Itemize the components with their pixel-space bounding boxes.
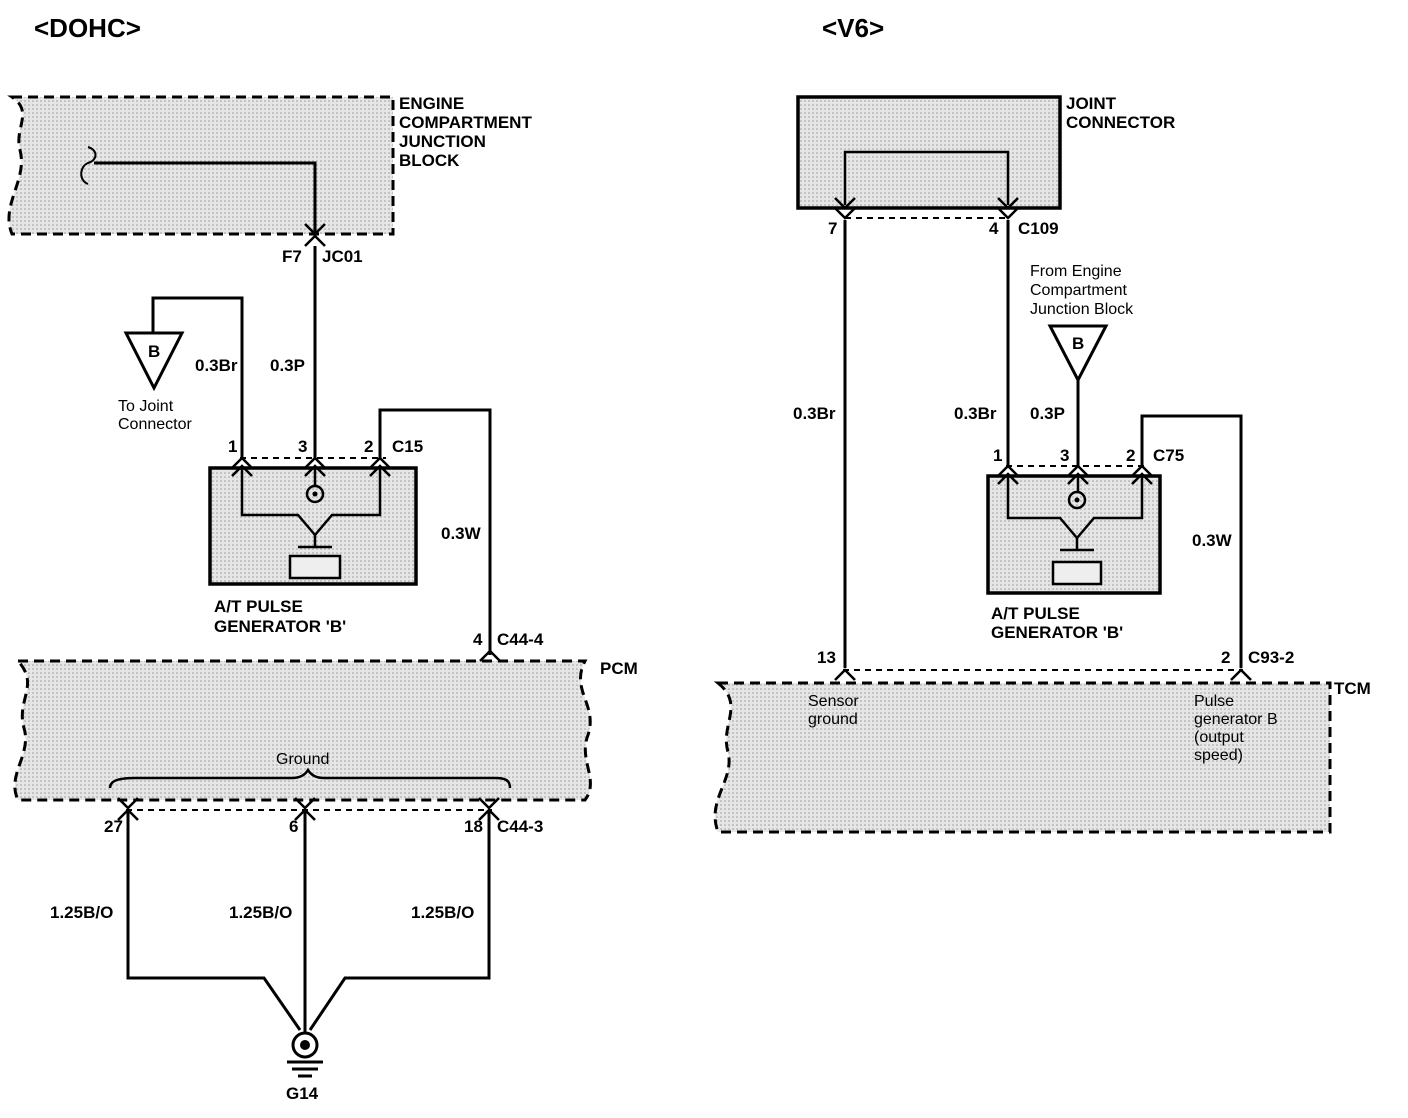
v6-generator-label-line-1: A/T PULSE [991,604,1080,623]
ecjb-label-line-4: BLOCK [399,151,460,170]
dohc-pin-27: 27 [104,817,123,836]
pulse-generator-b-line-3: (output [1194,729,1244,746]
tcm-label: TCM [1334,679,1371,698]
v6-wire-label-br-sensor: 0.3Br [793,404,836,423]
dohc-wire-0-3br [151,296,244,458]
v6-connector-c75: C75 [1153,446,1184,465]
to-joint-connector-line-2: Connector [118,416,192,433]
v6-wire-label-0-3p: 0.3P [1030,404,1065,423]
sensor-ground-line-2: ground [808,711,858,728]
v6-pin-3: 3 [1060,446,1069,465]
v6-pin-2-c93: 2 [1221,648,1230,667]
v6-pulse-generator [986,464,1162,595]
dohc-pin-3: 3 [298,437,307,456]
pcm-label: PCM [600,659,638,678]
dohc-engine-compartment-junction-block: ENGINE COMPARTMENT JUNCTION BLOCK [7,94,532,247]
dohc-wire-label-0-3w: 0.3W [441,524,482,543]
dohc-pin-18: 18 [464,817,483,836]
ecjb-label-line-1: ENGINE [399,94,464,113]
ground-icon [287,1031,323,1078]
pulse-generator-b-line-1: Pulse [1194,693,1234,710]
ground-g14-label: G14 [286,1084,319,1103]
from-ecjb-line-3: Junction Block [1030,301,1134,318]
pcm-module: PCM Ground [13,649,638,810]
dohc-pulse-generator [208,456,418,586]
joint-label-line-2: CONNECTOR [1066,113,1175,132]
v6-wire-0-3w [1140,414,1243,668]
to-joint-connector-line-1: To Joint [118,398,174,415]
dohc-connector-c15: C15 [392,437,423,456]
pulse-generator-b-line-2: generator B [1194,711,1278,728]
sensor-ground-line-1: Sensor [808,693,859,710]
v6-wire-label-0-3br: 0.3Br [954,404,997,423]
v6-generator-label-line-2: GENERATOR 'B' [991,623,1123,642]
v6-connector-c93-2: C93-2 [1248,648,1294,667]
dohc-pin-4: 4 [473,630,483,649]
v6-pin-4: 4 [989,219,999,238]
ecjb-label-line-2: COMPARTMENT [399,113,532,132]
joint-label-line-1: JOINT [1066,94,1117,113]
v6-connector-b-letter: B [1072,334,1084,353]
pcm-ground-label: Ground [276,751,329,768]
v6-connector-c109: C109 [1018,219,1059,238]
dohc-diagram: <DOHC> ENGINE COMPARTMENT JUNCTION BLOCK… [7,13,638,1103]
from-ecjb-line-2: Compartment [1030,282,1127,299]
pulse-generator-b-line-4: speed) [1194,747,1243,764]
tcm-module: TCM Sensor ground Pulse generator B (out… [713,679,1371,834]
dohc-connector-b-triangle: B [123,331,185,392]
dohc-pin-6: 6 [289,817,298,836]
v6-joint-connector: JOINT CONNECTOR [796,94,1175,210]
dohc-connector-jc01: JC01 [322,247,363,266]
dohc-wire-label-bo-center: 1.25B/O [229,903,292,922]
dohc-pin-1: 1 [228,437,237,456]
dohc-wire-label-0-3p: 0.3P [270,356,305,375]
v6-connector-b-triangle: B [1047,324,1109,384]
from-ecjb-line-1: From Engine [1030,263,1122,280]
v6-pin-1: 1 [993,446,1002,465]
dohc-generator-label-line-1: A/T PULSE [214,597,303,616]
dohc-wire-label-bo-left: 1.25B/O [50,903,113,922]
dohc-pin-f7: F7 [282,247,302,266]
dohc-title: <DOHC> [34,13,141,43]
dohc-pin-2: 2 [364,437,373,456]
v6-title: <V6> [822,13,884,43]
v6-diagram: <V6> JOINT CONNECTOR 7 4 C109 From Engin… [713,13,1371,834]
v6-pin-7: 7 [828,219,837,238]
dohc-connector-c44-3: C44-3 [497,817,543,836]
dohc-wire-0-3w [378,408,492,655]
dohc-ground-wire-right [308,812,491,1031]
v6-pin-2: 2 [1126,446,1135,465]
v6-pin-13: 13 [817,648,836,667]
dohc-wire-label-0-3br: 0.3Br [195,356,238,375]
v6-wire-label-0-3w: 0.3W [1192,531,1233,550]
dohc-wire-label-bo-right: 1.25B/O [411,903,474,922]
ecjb-label-line-3: JUNCTION [399,132,486,151]
dohc-connector-c44-4: C44-4 [497,630,544,649]
dohc-connector-b-letter: B [148,342,160,361]
dohc-ground-wire-left [126,812,302,1031]
dohc-generator-label-line-2: GENERATOR 'B' [214,617,346,636]
